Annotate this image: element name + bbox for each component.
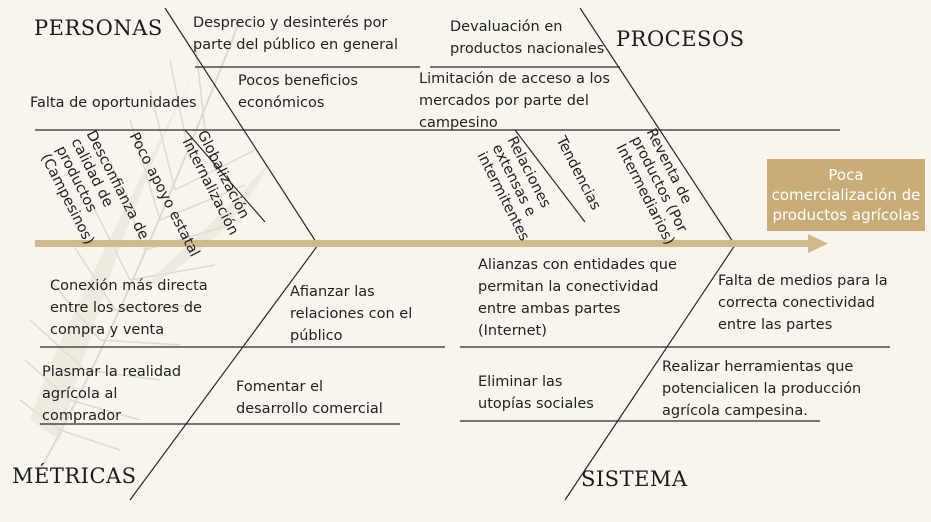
bone-sistema xyxy=(564,244,736,501)
bone-metricas xyxy=(129,244,319,501)
bone-personas xyxy=(164,7,319,246)
metric-afianzar: Afianzar las relaciones con el público xyxy=(290,284,413,344)
metric-fomentar: Fomentar el desarrollo comercial xyxy=(236,379,383,417)
category-sistema: SISTEMA xyxy=(581,467,688,491)
system-falta-medios: Falta de medios para la correcta conecti… xyxy=(718,273,888,333)
cause-pocos-beneficios: Pocos beneficios económicos xyxy=(238,73,358,111)
palm-leaf-decoration xyxy=(19,19,256,471)
subbone-globalizacion xyxy=(184,129,266,223)
system-realizar: Realizar herramientas que potencialicen … xyxy=(662,359,862,419)
effect-label: Poca comercialización de productos agríc… xyxy=(771,166,921,224)
cause-desprecio: Desprecio y desinterés por parte del púb… xyxy=(193,15,398,53)
metric-plasmar: Plasmar la realidad agrícola al comprado… xyxy=(42,364,182,424)
bone-procesos xyxy=(579,7,736,246)
effect-box: Poca comercialización de productos agríc… xyxy=(767,159,925,231)
subbone-tendencias xyxy=(514,129,586,223)
metric-conexion: Conexión más directa entre los sectores … xyxy=(50,278,208,338)
branch-lines xyxy=(35,7,890,501)
main-spine xyxy=(35,234,828,253)
category-metricas: MÉTRICAS xyxy=(12,464,137,488)
cause-limitacion: Limitación de acceso a los mercados por … xyxy=(419,71,610,131)
category-procesos: PROCESOS xyxy=(616,27,745,51)
cause-falta-oportunidades: Falta de oportunidades xyxy=(30,95,197,111)
category-personas: PERSONAS xyxy=(34,16,163,40)
cause-devaluacion: Devaluación en productos nacionales xyxy=(450,19,605,57)
system-eliminar: Eliminar las utopías sociales xyxy=(478,374,594,412)
system-alianzas: Alianzas con entidades que permitan la c… xyxy=(478,257,677,339)
